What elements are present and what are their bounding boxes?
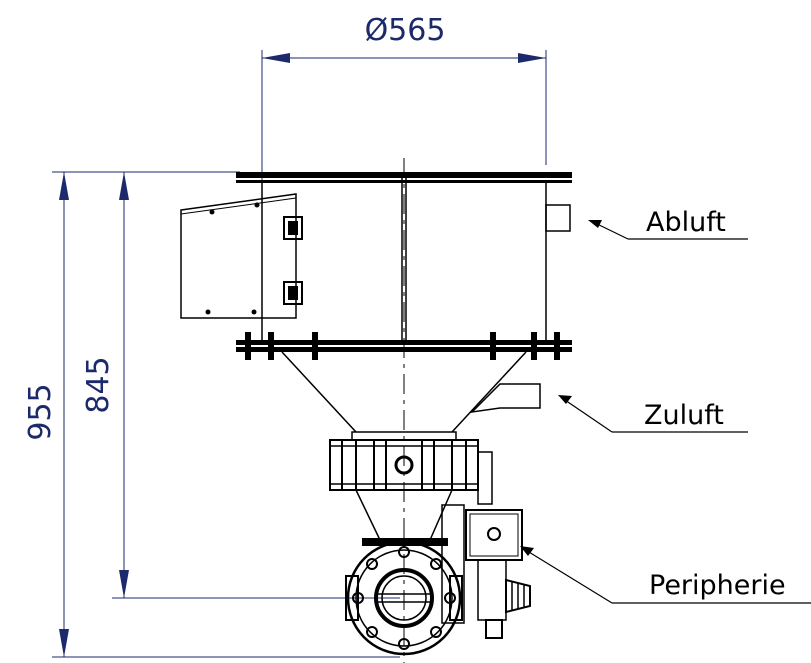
diameter-label: Ø565: [365, 13, 446, 48]
abluft-text: Abluft: [646, 207, 726, 238]
side-box: [180, 193, 303, 319]
dimension-height-partial: 845: [81, 171, 400, 599]
height-partial-label: 845: [81, 356, 116, 413]
label-zuluft: Zuluft: [558, 395, 748, 433]
label-peripherie: Peripherie: [520, 546, 811, 604]
dimension-height-total: 955: [23, 171, 400, 658]
dimension-diameter: Ø565: [261, 13, 547, 200]
exhaust-port: [545, 204, 571, 232]
peripherie-text: Peripherie: [649, 570, 786, 601]
peripheral-drive: [441, 504, 531, 639]
hopper-cone: [281, 351, 541, 441]
zuluft-text: Zuluft: [644, 400, 724, 431]
mid-ring: [329, 439, 493, 505]
height-total-label: 955: [23, 383, 58, 440]
rotary-valve: [345, 540, 463, 656]
label-abluft: Abluft: [588, 207, 748, 240]
